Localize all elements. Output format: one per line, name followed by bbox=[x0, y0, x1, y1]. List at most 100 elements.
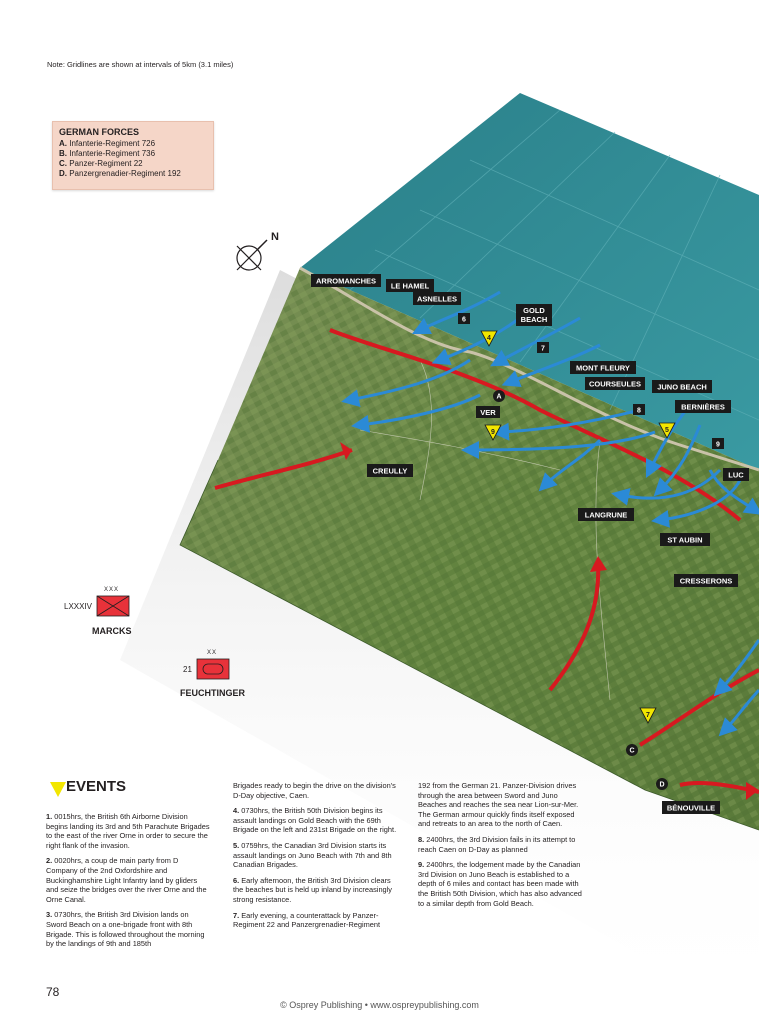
german-forces-title: GERMAN FORCES bbox=[59, 127, 140, 137]
svg-text:BÉNOUVILLE: BÉNOUVILLE bbox=[667, 804, 715, 813]
allied-arrow bbox=[538, 438, 602, 492]
unit-size-marcks: XXX bbox=[104, 587, 120, 593]
number-6: 6 bbox=[458, 313, 470, 324]
events-title: EVENTS bbox=[66, 778, 127, 795]
svg-text:8: 8 bbox=[637, 408, 641, 415]
label-st-aubin: ST AUBIN bbox=[660, 533, 710, 546]
svg-text:ST AUBIN: ST AUBIN bbox=[667, 536, 702, 545]
label-creully: CREULLY bbox=[367, 464, 413, 477]
german-arrow-langrune bbox=[548, 561, 601, 692]
event-item: 1. 0015hrs, the British 6th Airborne Div… bbox=[46, 812, 210, 850]
svg-text:GOLD: GOLD bbox=[523, 306, 545, 315]
event-item: 6. Early afternoon, the British 3rd Divi… bbox=[233, 875, 393, 904]
svg-text:JUNO BEACH: JUNO BEACH bbox=[657, 383, 707, 392]
number-9: 9 bbox=[712, 438, 724, 449]
event-item: 7. Early evening, a counterattack by Pan… bbox=[233, 910, 381, 930]
legend-item: B. Infanterie-Regiment 736 bbox=[59, 149, 156, 158]
event-item: 8. 2400hrs, the 3rd Division fails in it… bbox=[418, 834, 576, 854]
svg-text:5: 5 bbox=[665, 427, 669, 434]
compass-rose-icon: N bbox=[236, 231, 279, 271]
svg-text:BERNIÈRES: BERNIÈRES bbox=[681, 403, 725, 412]
number-7: 7 bbox=[537, 342, 549, 353]
allied-arrow bbox=[341, 358, 471, 408]
label-courseules: COURSEULES bbox=[585, 377, 645, 390]
unit-symbol-feuchtinger bbox=[196, 658, 230, 680]
page-number: 78 bbox=[46, 985, 60, 999]
events-column-3: 192 from the German 21. Panzer-Division … bbox=[418, 781, 583, 914]
label-bernieres: BERNIÈRES bbox=[675, 400, 731, 413]
force-marker-a: A bbox=[493, 390, 505, 402]
german-arrow-creully bbox=[214, 448, 353, 490]
svg-text:CRESSERONS: CRESSERONS bbox=[680, 577, 733, 586]
events-title-marker bbox=[50, 782, 66, 797]
german-arrowheads bbox=[340, 442, 759, 800]
allied-arrow bbox=[411, 290, 501, 335]
allied-arrow bbox=[431, 316, 521, 366]
svg-text:LANGRUNE: LANGRUNE bbox=[585, 511, 628, 520]
label-le-hamel: LE HAMEL bbox=[386, 279, 434, 292]
svg-text:LE HAMEL: LE HAMEL bbox=[391, 282, 430, 291]
german-forces-legend: GERMAN FORCES A. Infanterie-Regiment 726… bbox=[52, 121, 214, 190]
event-marker-4: 4 bbox=[480, 330, 498, 347]
svg-text:BEACH: BEACH bbox=[521, 315, 548, 324]
event-item: 192 from the German 21. Panzer-Division … bbox=[418, 781, 579, 829]
svg-text:ASNELLES: ASNELLES bbox=[417, 295, 457, 304]
unit-name-marcks: MARCKS bbox=[92, 626, 132, 636]
event-item: Brigades ready to begin the drive on the… bbox=[233, 781, 396, 800]
label-benouville: BÉNOUVILLE bbox=[662, 801, 720, 814]
svg-text:COURSEULES: COURSEULES bbox=[589, 380, 641, 389]
svg-text:A: A bbox=[496, 394, 501, 401]
force-marker-c: C bbox=[626, 744, 638, 756]
unit-symbol-marcks bbox=[96, 595, 130, 617]
legend-item: C. Panzer-Regiment 22 bbox=[59, 159, 143, 168]
event-marker-9: 9 bbox=[484, 424, 502, 441]
number-markers: 6 7 8 9 bbox=[458, 313, 724, 449]
events-column-1: 1. 0015hrs, the British 6th Airborne Div… bbox=[46, 812, 211, 955]
svg-text:LUC: LUC bbox=[728, 471, 744, 480]
label-juno-beach: JUNO BEACH bbox=[652, 380, 712, 393]
german-front-line bbox=[329, 328, 742, 522]
publisher-footer: © Osprey Publishing • www.ospreypublishi… bbox=[280, 1000, 479, 1010]
allied-arrow bbox=[351, 393, 481, 433]
coastline bbox=[299, 266, 759, 472]
legend-item: A. Infanterie-Regiment 726 bbox=[59, 139, 156, 148]
events-column-2: Brigades ready to begin the drive on the… bbox=[233, 781, 398, 936]
unit-prefix-feuchtinger: 21 bbox=[183, 665, 192, 674]
allied-arrow bbox=[718, 688, 759, 737]
event-item: 3. 0730hrs, the British 3rd Division lan… bbox=[46, 910, 205, 949]
svg-text:MONT FLEURY: MONT FLEURY bbox=[576, 364, 630, 373]
label-mont-fleury: MONT FLEURY bbox=[570, 361, 636, 374]
allied-arrow bbox=[708, 469, 759, 515]
gridline-note: Note: Gridlines are shown at intervals o… bbox=[47, 60, 234, 69]
allied-arrow bbox=[713, 639, 759, 697]
force-markers: A C D bbox=[493, 390, 668, 790]
label-arromanches: ARROMANCHES bbox=[311, 274, 381, 287]
label-cresserons: CRESSERONS bbox=[674, 574, 738, 587]
gridlines bbox=[349, 109, 759, 421]
svg-text:6: 6 bbox=[462, 317, 466, 324]
event-markers: 4 5 7 9 bbox=[50, 330, 676, 797]
force-marker-d: D bbox=[656, 778, 668, 790]
sea-area bbox=[300, 93, 759, 470]
event-item: 2. 0020hrs, a coup de main party from D … bbox=[46, 856, 207, 904]
svg-text:ARROMANCHES: ARROMANCHES bbox=[316, 277, 376, 286]
number-8: 8 bbox=[633, 404, 645, 415]
svg-text:CREULLY: CREULLY bbox=[373, 467, 408, 476]
event-item: 5. 0759hrs, the Canadian 3rd Division st… bbox=[233, 840, 392, 870]
label-asnelles: ASNELLES bbox=[413, 292, 461, 305]
label-langrune: LANGRUNE bbox=[578, 508, 634, 521]
svg-text:VER: VER bbox=[480, 408, 496, 417]
svg-text:7: 7 bbox=[646, 712, 650, 719]
german-arrow-cresserons bbox=[638, 668, 759, 747]
unit-size-feuchtinger: XX bbox=[207, 650, 218, 656]
place-labels: ARROMANCHES LE HAMEL ASNELLES GOLDBEACH … bbox=[311, 274, 749, 814]
svg-text:C: C bbox=[629, 748, 634, 755]
svg-text:9: 9 bbox=[491, 429, 495, 436]
allied-arrow bbox=[501, 343, 601, 388]
event-item: 9. 2400hrs, the lodgement made by the Ca… bbox=[418, 860, 582, 908]
svg-text:9: 9 bbox=[716, 442, 720, 449]
event-item: 4. 0730hrs, the British 50th Division be… bbox=[233, 806, 397, 835]
label-luc: LUC bbox=[723, 468, 749, 481]
